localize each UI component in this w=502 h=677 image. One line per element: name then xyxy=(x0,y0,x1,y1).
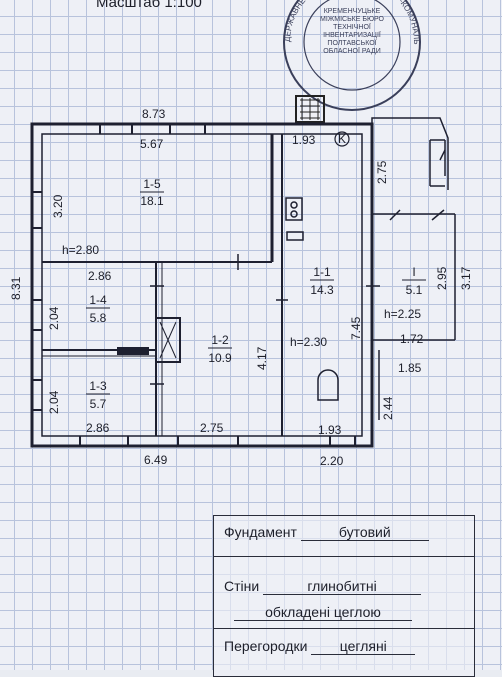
dim-porch-c: 3.17 xyxy=(459,266,473,290)
stove xyxy=(117,317,181,363)
dim-room13-height: 2.04 xyxy=(47,390,61,414)
boiler xyxy=(317,369,339,401)
dim-top-total: 8.73 xyxy=(142,107,166,121)
svg-text:5.8: 5.8 xyxy=(90,311,107,325)
dim-room14-width: 2.86 xyxy=(88,269,112,283)
windows xyxy=(32,124,356,446)
svg-text:5.7: 5.7 xyxy=(90,397,107,411)
room-1-2: 1-2 10.9 xyxy=(208,333,232,365)
walls-value-2: обкладені цеглою xyxy=(234,604,412,621)
room-I: I 5.1 xyxy=(402,265,426,297)
chimney xyxy=(295,95,325,123)
walls-value-1: глинобитні xyxy=(263,578,422,595)
door-ticks xyxy=(150,254,380,385)
dim-bottom-right: 2.20 xyxy=(320,454,344,468)
dim-room15-height: 3.20 xyxy=(51,194,65,218)
sink xyxy=(286,231,304,241)
foundation-label: Фундамент xyxy=(224,524,297,540)
k-marker-circle xyxy=(334,131,350,147)
svg-text:5.1: 5.1 xyxy=(406,283,423,297)
svg-text:14.3: 14.3 xyxy=(310,283,334,297)
svg-text:I: I xyxy=(412,265,415,279)
stamp-seal: ДЕРЖАВНЕ МІНІСТЕРСТВО ЖИТЛОВО-КОМУНАЛЬНО… xyxy=(0,0,421,111)
dim-porch-a: 2.75 xyxy=(375,160,389,184)
dim-corridor-bottom: 1.93 xyxy=(318,423,342,437)
svg-text:1-5: 1-5 xyxy=(143,177,161,191)
svg-text:18.1: 18.1 xyxy=(140,194,164,208)
dim-corridor-top: 1.93 xyxy=(292,133,316,147)
partitions-label: Перегородки xyxy=(224,638,308,654)
dim-room12-width: 2.75 xyxy=(200,421,224,435)
dim-room14-height: 2.04 xyxy=(47,306,61,330)
walls-label: Стіни xyxy=(224,578,260,594)
room-1-5: 1-5 18.1 xyxy=(140,177,164,208)
stamp-center-text: КРЕМЕНЧУЦЬКЕ МІЖМІСЬКЕ БЮРО ТЕХНІЧНОЇ ІН… xyxy=(320,8,384,55)
walls-row-2: обкладені цеглою xyxy=(234,604,412,621)
partitions-value: цегляні xyxy=(311,638,416,655)
partitions-row: Перегородки цегляні xyxy=(224,638,416,655)
svg-text:1-1: 1-1 xyxy=(313,265,331,279)
dim-porch-e: 1.85 xyxy=(398,361,422,375)
dim-room13-width: 2.86 xyxy=(86,421,110,435)
dim-porch-b: 2.95 xyxy=(435,266,449,290)
height-corridor: h=2.30 xyxy=(290,335,327,349)
specification-box: Фундамент бутовий Стіни глинобитні обкла… xyxy=(213,515,475,677)
dim-corridor-height: 7.45 xyxy=(349,316,363,340)
dim-room12-height: 4.17 xyxy=(255,346,269,370)
foundation-value: бутовий xyxy=(300,524,429,541)
svg-text:1-4: 1-4 xyxy=(89,293,107,307)
gas-stove xyxy=(285,197,303,221)
room-1-3: 1-3 5.7 xyxy=(86,379,110,411)
svg-text:1-3: 1-3 xyxy=(89,379,107,393)
height-porch: h=2.25 xyxy=(384,307,421,321)
svg-text:10.9: 10.9 xyxy=(208,351,232,365)
walls-row: Стіни глинобитні xyxy=(224,578,422,595)
porch-outline xyxy=(371,117,456,420)
room-1-4: 1-4 5.8 xyxy=(86,293,110,325)
dim-top-room: 5.67 xyxy=(140,137,164,151)
room-1-1: 1-1 14.3 xyxy=(310,265,334,297)
k-marker-label: K xyxy=(338,132,346,146)
dim-porch-d: 1.72 xyxy=(400,332,424,346)
height-room15: h=2.80 xyxy=(62,243,99,257)
foundation-row: Фундамент бутовий xyxy=(224,524,429,541)
dim-bottom-left: 6.49 xyxy=(144,453,168,467)
svg-text:1-2: 1-2 xyxy=(211,333,229,347)
dim-porch-f: 2.44 xyxy=(381,396,395,420)
dim-left-total: 8.31 xyxy=(9,276,23,300)
scale-label: Масштаб 1:100 xyxy=(96,0,202,11)
